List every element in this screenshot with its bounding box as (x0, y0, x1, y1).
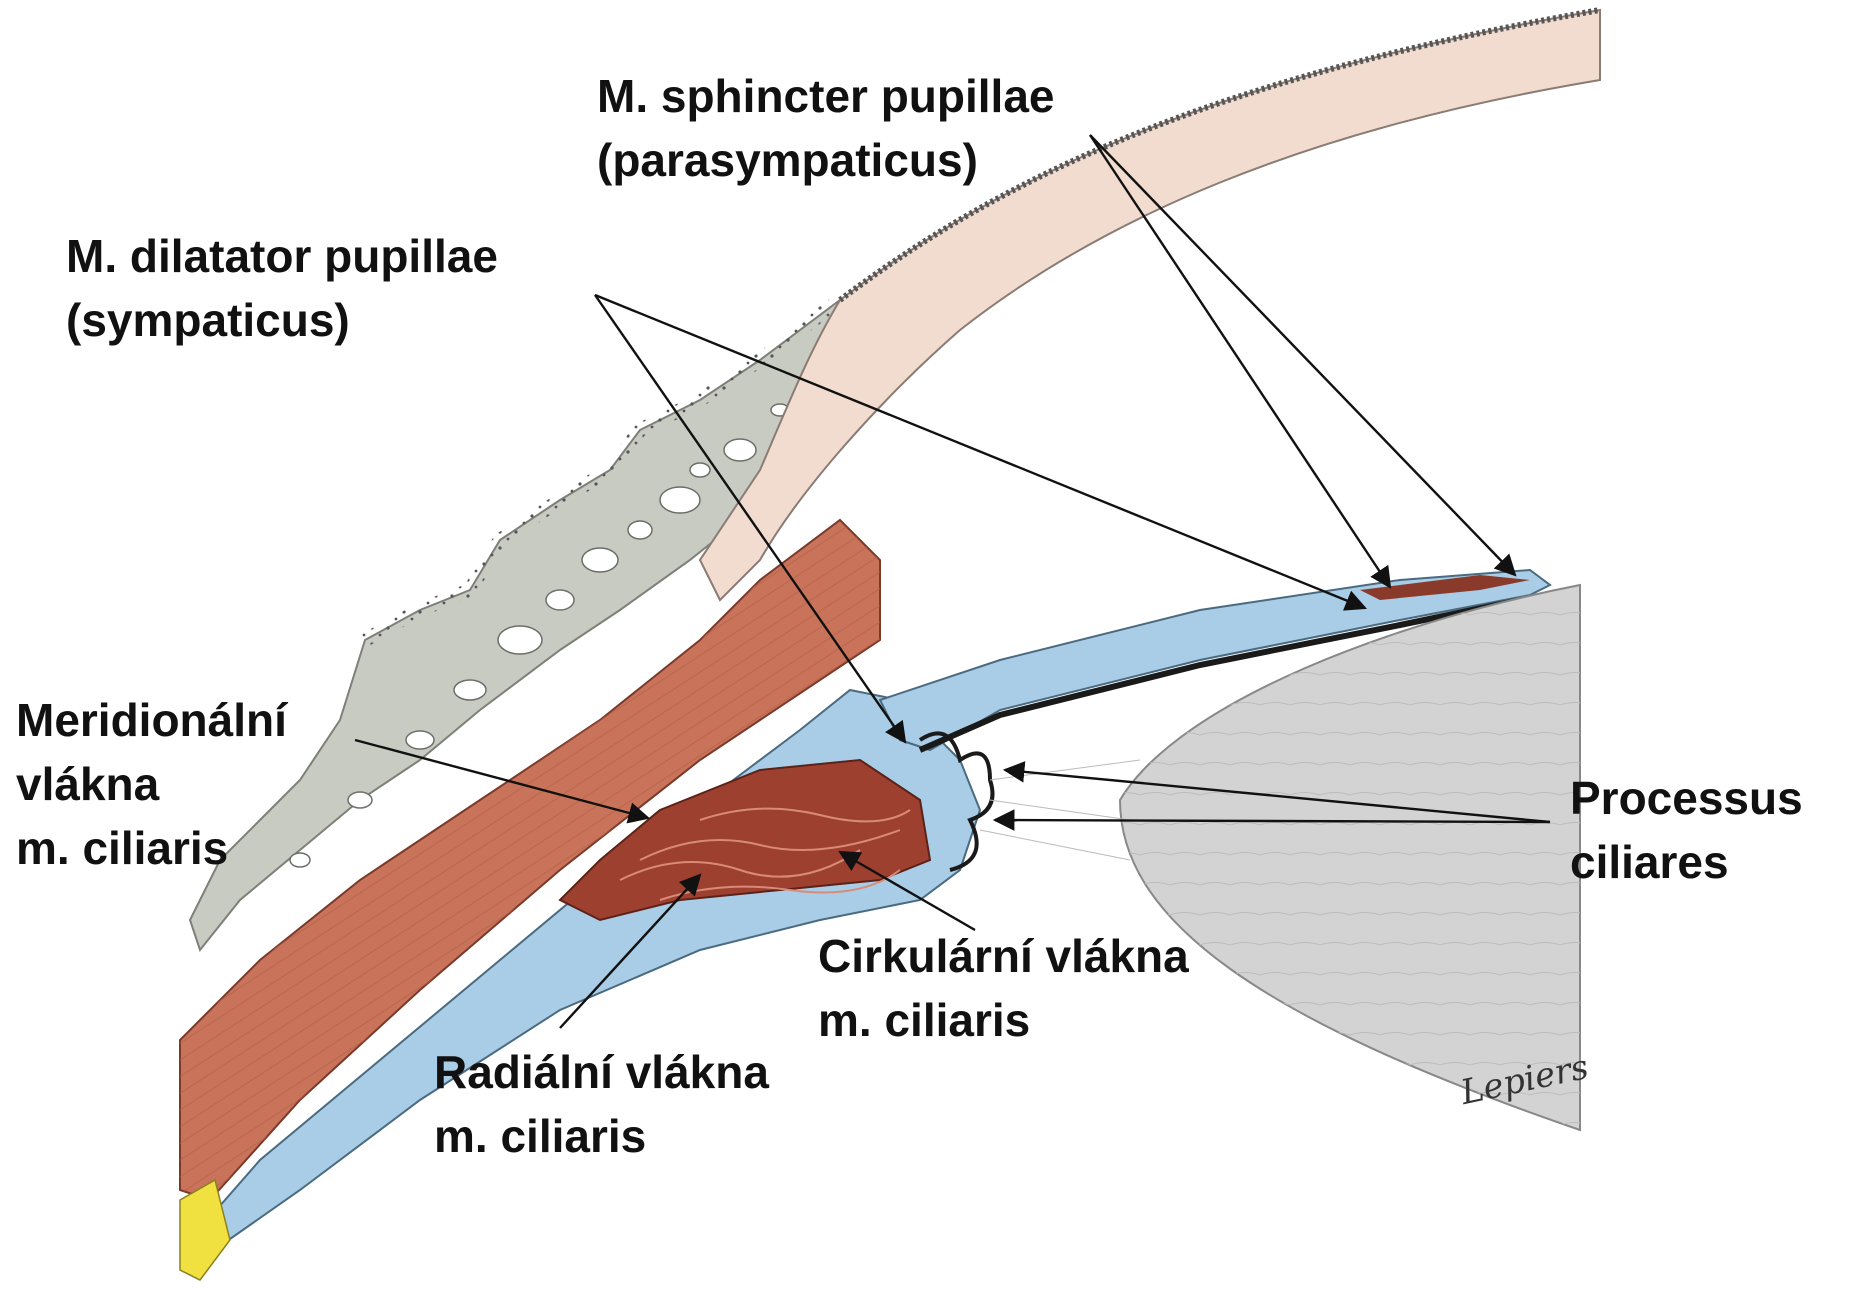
label-processus-line1: Processus (1570, 766, 1803, 830)
label-radial-fibres: Radiální vlákna m. ciliaris (434, 1040, 769, 1168)
label-processus-ciliares: Processus ciliares (1570, 766, 1803, 894)
label-sphincter-pupillae: M. sphincter pupillae (parasympaticus) (597, 64, 1055, 192)
label-processus-line2: ciliares (1570, 830, 1803, 894)
label-dilatator-pupillae: M. dilatator pupillae (sympaticus) (66, 224, 498, 352)
label-dilatator-line2: (sympaticus) (66, 288, 498, 352)
label-meridional-line3: m. ciliaris (16, 816, 287, 880)
label-circular-line1: Cirkulární vlákna (818, 924, 1189, 988)
label-sphincter-line1: M. sphincter pupillae (597, 64, 1055, 128)
yellow-structure (180, 1180, 230, 1280)
label-radial-line1: Radiální vlákna (434, 1040, 769, 1104)
label-sphincter-line2: (parasympaticus) (597, 128, 1055, 192)
label-circular-line2: m. ciliaris (818, 988, 1189, 1052)
label-meridional-line2: vlákna (16, 752, 287, 816)
leader-sphincter-1 (1090, 135, 1390, 587)
leader-sphincter-2 (1090, 135, 1515, 575)
label-dilatator-line1: M. dilatator pupillae (66, 224, 498, 288)
label-radial-line2: m. ciliaris (434, 1104, 769, 1168)
label-meridional-line1: Meridionální (16, 688, 287, 752)
label-meridional-fibres: Meridionální vlákna m. ciliaris (16, 688, 287, 880)
label-circular-fibres: Cirkulární vlákna m. ciliaris (818, 924, 1189, 1052)
